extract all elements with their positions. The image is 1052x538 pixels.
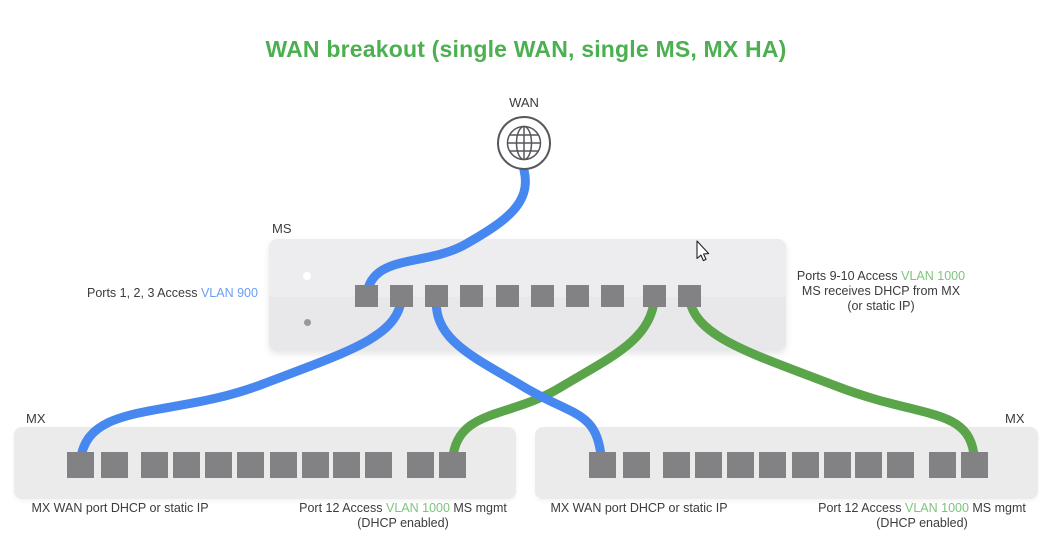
cable-wan-to-ms-port1 xyxy=(362,165,530,301)
wan-globe-icon xyxy=(497,116,551,170)
mx-right-port-4 xyxy=(695,452,722,478)
mx-left-mgmt-note: Port 12 Access VLAN 1000 MS mgmt (DHCP e… xyxy=(299,501,507,530)
mx-left-port-9 xyxy=(333,452,360,478)
ms-label: MS xyxy=(272,221,292,236)
ms-port-9 xyxy=(643,285,666,307)
vlan-900-text: VLAN 900 xyxy=(200,286,258,300)
mx-right-port-5 xyxy=(727,452,754,478)
ms-port-2 xyxy=(390,285,413,307)
mx-left-port-11 xyxy=(407,452,434,478)
ms-status-led-gray xyxy=(304,319,311,326)
mx-left-port-4 xyxy=(173,452,200,478)
mx-right-port-11 xyxy=(929,452,956,478)
ms-port-8 xyxy=(601,285,624,307)
mx-left-label: MX xyxy=(26,411,46,426)
mx-right-port-10 xyxy=(887,452,914,478)
mx-right-port-12 xyxy=(961,452,988,478)
vlan-1000-text: VLAN 1000 xyxy=(904,501,969,515)
mx-right-mgmt-note: Port 12 Access VLAN 1000 MS mgmt (DHCP e… xyxy=(818,501,1026,530)
ms-port-3 xyxy=(425,285,448,307)
mx-right-port-6 xyxy=(759,452,786,478)
wan-label: WAN xyxy=(509,95,539,110)
mx-left-port-2 xyxy=(101,452,128,478)
ms-ports-left-note: Ports 1, 2, 3 Access VLAN 900 xyxy=(87,286,258,300)
cable-ms-port9-to-mx-left-port12 xyxy=(448,293,659,465)
mx-right-wan-note: MX WAN port DHCP or static IP xyxy=(550,501,728,515)
cable-ms-port2-to-mx-left-port1 xyxy=(76,293,406,465)
mx-left-port-10 xyxy=(365,452,392,478)
mx-left-port-8 xyxy=(302,452,329,478)
mx-right-port-7 xyxy=(792,452,819,478)
ms-port-1 xyxy=(355,285,378,307)
mx-left-port-6 xyxy=(237,452,264,478)
mx-left-port-1 xyxy=(67,452,94,478)
mx-right-port-3 xyxy=(663,452,690,478)
mx-right-port-2 xyxy=(623,452,650,478)
mx-left-port-7 xyxy=(270,452,297,478)
ms-port-10 xyxy=(678,285,701,307)
mx-right-port-9 xyxy=(855,452,882,478)
mx-right-port-1 xyxy=(589,452,616,478)
ms-port-6 xyxy=(531,285,554,307)
cable-ms-port3-to-mx-right-port1 xyxy=(431,293,606,465)
mx-right-label: MX xyxy=(1005,411,1025,426)
cable-ms-port10-to-mx-right-port12 xyxy=(685,293,979,465)
ms-port-7 xyxy=(566,285,589,307)
vlan-1000-text: VLAN 1000 xyxy=(901,269,966,283)
mx-left-port-3 xyxy=(141,452,168,478)
ms-port-4 xyxy=(460,285,483,307)
mx-left-wan-note: MX WAN port DHCP or static IP xyxy=(31,501,209,515)
ms-ports-right-note: Ports 9-10 Access VLAN 1000 MS receives … xyxy=(796,269,966,313)
ms-port-5 xyxy=(496,285,519,307)
mx-left-port-12 xyxy=(439,452,466,478)
vlan-1000-text: VLAN 1000 xyxy=(385,501,450,515)
mx-right-port-8 xyxy=(824,452,851,478)
mx-left-port-5 xyxy=(205,452,232,478)
diagram-title: WAN breakout (single WAN, single MS, MX … xyxy=(265,36,787,62)
ms-status-led-white xyxy=(303,272,311,280)
